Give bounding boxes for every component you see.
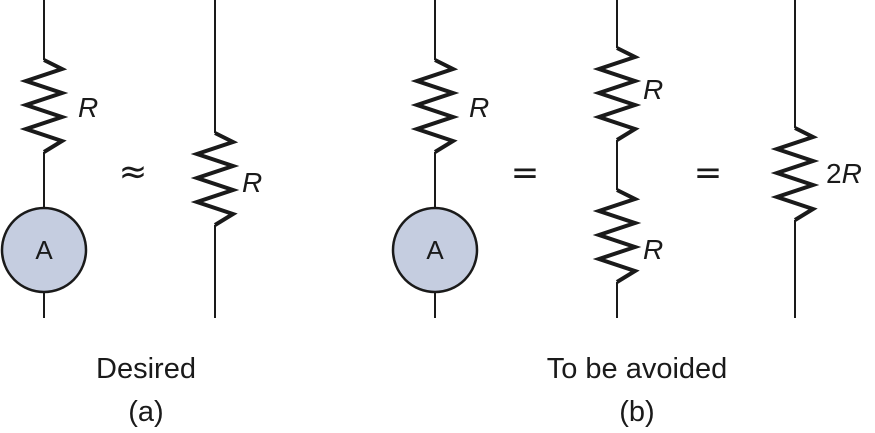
resistor-value: 2 <box>826 158 842 189</box>
resistor-label: R <box>78 92 98 123</box>
panel-b-middle-branch: R R <box>592 0 663 318</box>
resistor-label: R <box>643 74 663 105</box>
resistor-zigzag <box>410 58 460 154</box>
caption-letter-a: (a) <box>128 396 163 428</box>
caption-letter-b: (b) <box>619 396 654 428</box>
caption-to-be-avoided: To be avoided <box>547 353 728 385</box>
panel-a: A R ≈ R Desired (a) <box>0 0 262 428</box>
panel-a-right-branch: R <box>190 0 262 318</box>
equals-sign: = <box>511 153 540 193</box>
caption-desired: Desired <box>96 353 196 385</box>
panel-b-right-branch: 2R <box>770 0 862 318</box>
resistor-zigzag <box>592 46 642 142</box>
panel-b: A R = R R = 2R To be avoided (b) <box>391 0 862 428</box>
ammeter-label: A <box>426 235 444 265</box>
approx-sign: ≈ <box>119 152 148 192</box>
equals-sign: = <box>694 153 723 193</box>
resistor-zigzag <box>770 126 820 222</box>
ammeter-label: A <box>35 235 53 265</box>
resistor-label: R <box>469 92 489 123</box>
resistor-zigzag <box>190 131 240 227</box>
resistor-zigzag <box>592 188 642 284</box>
resistor-symbol: R <box>842 158 862 189</box>
resistor-label: 2R <box>826 158 862 189</box>
panel-a-left-branch: A R <box>0 0 98 318</box>
resistor-label: R <box>242 167 262 198</box>
panel-b-left-branch: A R <box>391 0 489 318</box>
resistor-zigzag <box>19 58 69 154</box>
resistor-label: R <box>643 234 663 265</box>
